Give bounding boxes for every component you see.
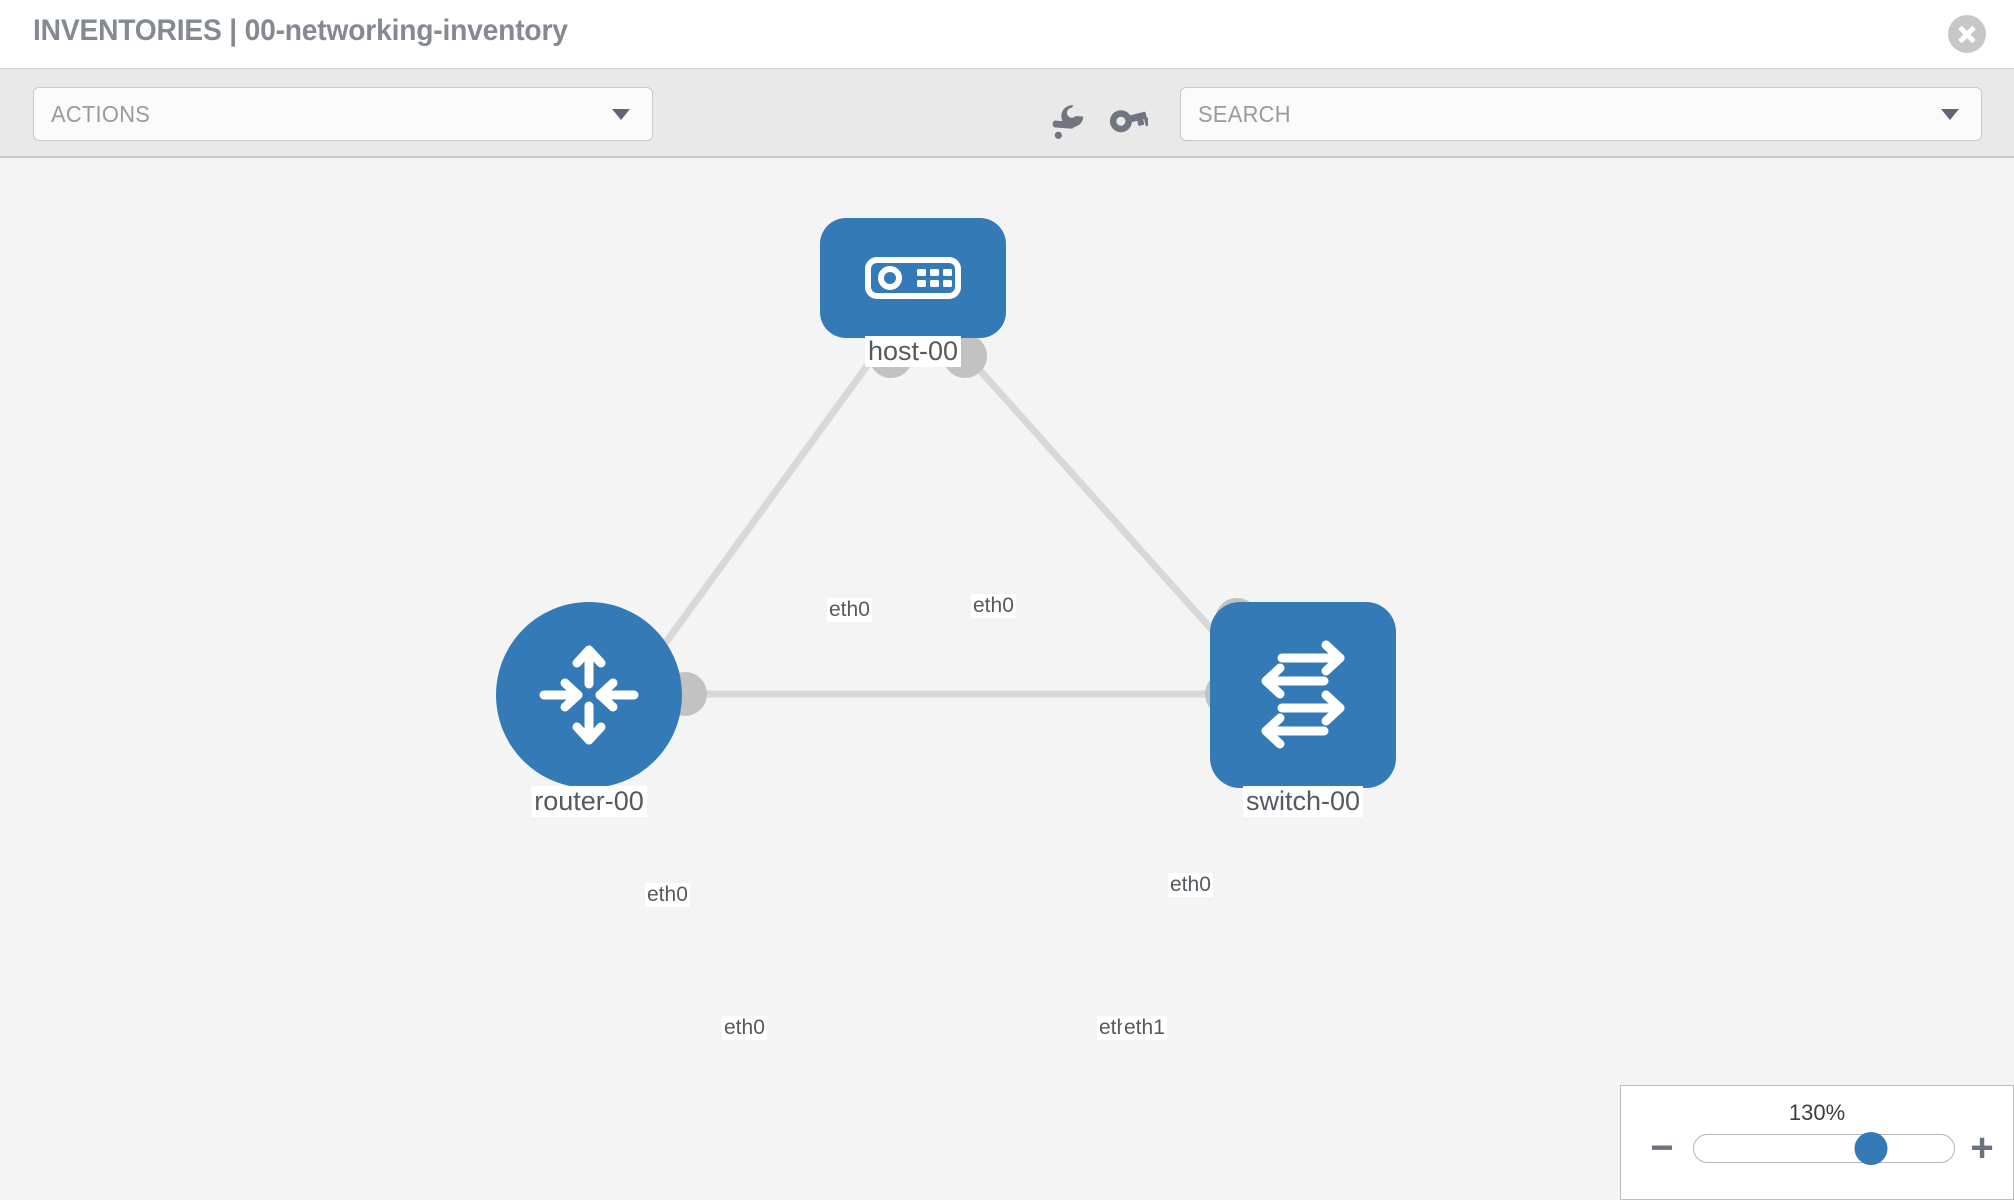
zoom-out-button[interactable]: − [1650,1126,1674,1170]
page-title: INVENTORIES | 00-networking-inventory [33,14,568,47]
port-label: eth0 [827,598,872,622]
zoom-in-button[interactable]: + [1970,1126,1994,1170]
topology-edges [637,345,1258,698]
router-arrows-icon [539,645,639,745]
zoom-control-panel: 130% − + [1620,1085,2014,1200]
zoom-slider[interactable] [1693,1132,1955,1165]
key-icon[interactable] [1104,103,1148,139]
topology-canvas[interactable]: host-00 router-00 [0,158,2014,1200]
host-node-shape [820,218,1006,338]
topology-node-host-00[interactable]: host-00 [820,218,1006,367]
search-dropdown[interactable]: SEARCH [1180,87,1982,141]
chevron-down-icon [1941,109,1959,120]
port-label: eth0 [722,1016,767,1040]
port-label: eth [1097,1016,1131,1040]
port-label: eth1 [1122,1016,1167,1040]
switch-arrows-icon [1261,640,1345,749]
router-node-shape [496,602,682,788]
toolbar: ACTIONS SEARC [0,68,2014,158]
search-input[interactable]: SEARCH [1198,100,1291,127]
port-label: eth0 [645,883,690,907]
topology-node-label: router-00 [531,786,647,817]
wrench-icon[interactable] [1048,103,1092,139]
switch-node-shape [1210,602,1396,788]
edge-host-router [637,345,883,681]
zoom-level-label: 130% [1788,1100,1846,1125]
topology-node-switch-00[interactable]: switch-00 [1210,602,1396,817]
actions-dropdown[interactable]: ACTIONS [33,87,653,141]
page-header: INVENTORIES | 00-networking-inventory [0,0,2014,68]
zoom-slider-thumb[interactable] [1854,1132,1888,1165]
actions-dropdown-label: ACTIONS [51,100,151,127]
chevron-down-icon [612,109,630,120]
topology-node-router-00[interactable]: router-00 [496,602,682,817]
edge-host-switch [957,345,1258,681]
topology-node-label: host-00 [864,336,962,367]
port-label: eth0 [1168,873,1213,897]
topology-node-label: switch-00 [1242,786,1364,817]
close-icon[interactable] [1948,15,1986,53]
server-icon [865,257,961,299]
port-label: eth0 [971,594,1016,618]
